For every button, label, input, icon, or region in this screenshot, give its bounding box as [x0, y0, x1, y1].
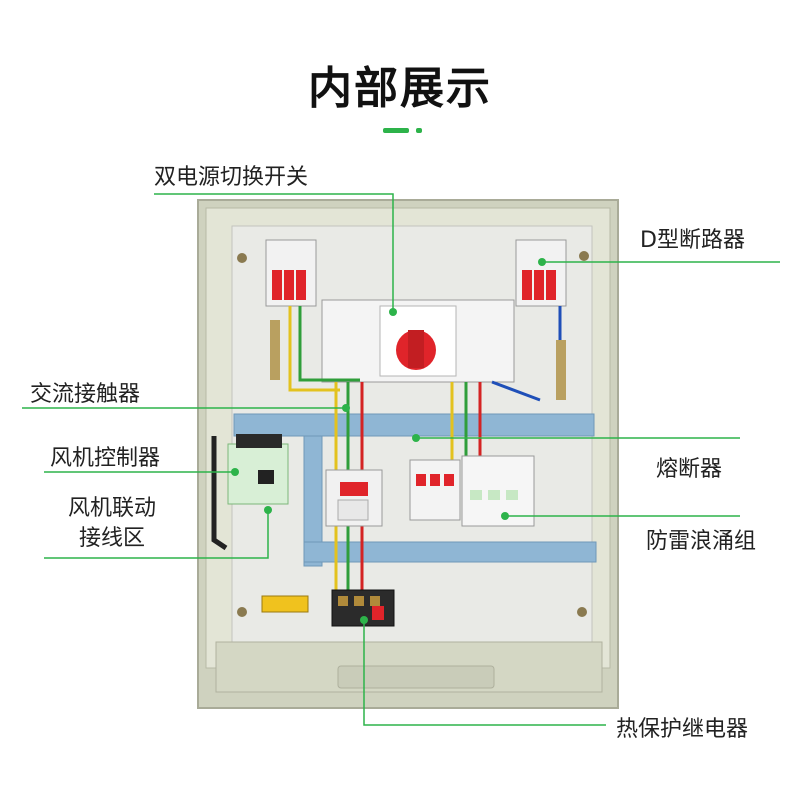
surge-protector [461, 455, 535, 527]
din-rails [233, 413, 597, 567]
label-fan-linkage: 风机联动 接线区 [52, 494, 172, 554]
dual-power-switch [321, 299, 515, 383]
label-dual-power-switch: 双电源切换开关 [154, 165, 309, 190]
breaker-right [515, 239, 567, 307]
warning-sticker [261, 595, 309, 613]
breaker-left [265, 239, 317, 307]
label-thermal-relay: 热保护继电器 [616, 717, 749, 742]
label-fuse: 熔断器 [656, 457, 723, 482]
callout-lines [22, 193, 780, 726]
ac-contactor [325, 469, 383, 527]
terminal-strips [270, 320, 566, 400]
label-d-type-breaker: D型断路器 [640, 228, 745, 253]
page-title: 内部展示 [308, 63, 492, 114]
label-surge-protector: 防雷浪涌组 [646, 529, 757, 554]
title-decoration [383, 126, 443, 134]
label-fan-linkage-line1: 风机联动 [67, 496, 156, 521]
label-fan-controller: 风机控制器 [50, 446, 161, 471]
label-fan-linkage-line2: 接线区 [78, 526, 145, 551]
label-ac-contactor: 交流接触器 [30, 382, 141, 407]
fuses [409, 459, 461, 521]
